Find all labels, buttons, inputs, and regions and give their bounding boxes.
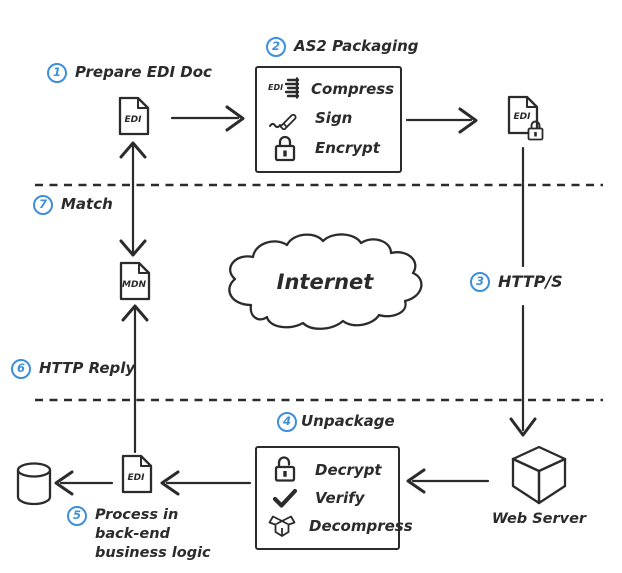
step-label-text: Prepare EDI Doc (75, 63, 212, 81)
compressed-edi-text: EDI (268, 83, 283, 92)
arrowhead-up-icon (121, 304, 149, 322)
step-label-text: HTTP Reply (39, 359, 136, 377)
web-server-label: Web Server (491, 511, 587, 527)
server-cube-icon (511, 445, 567, 505)
step-number-badge: 4 (277, 412, 297, 432)
document-label: MDN (122, 280, 146, 290)
document-icon: EDI (118, 96, 150, 136)
edi-document-icon-bottom: EDI (120, 454, 154, 494)
step-label-text: Process in back-end business logic (95, 507, 211, 561)
step-label-process-backend: 5 Process in back-end business logic (67, 506, 227, 563)
document-icon: EDI (507, 95, 539, 135)
closed-padlock-icon (267, 134, 303, 162)
checkmark-icon (267, 488, 303, 508)
step-label-unpackage: 4 Unpackage (277, 412, 395, 432)
edi-document-icon: EDI (117, 96, 151, 136)
open-box-icon (267, 512, 297, 540)
compressed-edi-icon: EDI (267, 77, 299, 101)
arrowhead-down-icon (119, 239, 147, 257)
step-label-text: Match (61, 195, 113, 213)
document-icon: EDI (121, 454, 153, 494)
open-padlock-icon (267, 456, 303, 483)
mdn-document-icon: MDN (118, 261, 152, 301)
arrowhead-left-icon (54, 470, 74, 496)
step-label-http-reply: 6 HTTP Reply (11, 359, 135, 379)
step-label-text: Unpackage (301, 412, 395, 430)
step-label-https: 3 HTTP/S (470, 272, 563, 292)
as2-step-compress: EDI Compress (267, 77, 394, 101)
step-number-badge: 1 (47, 63, 67, 83)
document-icon: MDN (119, 261, 151, 301)
pen-signature-icon (267, 106, 303, 130)
document-label: EDI (125, 115, 143, 125)
unpackage-step-label: Decrypt (315, 460, 382, 479)
arrowhead-up-icon (119, 141, 147, 159)
as2-step-label: Compress (311, 79, 395, 98)
unpackage-step-label: Verify (315, 488, 365, 507)
as2-packaging-box: EDI Compress Sign (255, 66, 402, 173)
step-number-badge: 2 (266, 37, 286, 57)
as2-step-encrypt: Encrypt (267, 134, 390, 162)
step-label-as2-packaging: 2 AS2 Packaging (266, 37, 419, 57)
cloud-icon: Internet (228, 233, 423, 330)
arrowhead-left-icon (406, 468, 426, 494)
arrowhead-down-icon (509, 417, 537, 437)
step-label-text: HTTP/S (498, 272, 563, 291)
arrowhead-right-icon (225, 105, 245, 132)
as2-step-sign: Sign (267, 106, 390, 130)
step-number-badge: 3 (470, 272, 490, 292)
lock-icon (526, 119, 545, 142)
unpackage-box: Decrypt Verify (255, 446, 413, 550)
step-number-badge: 6 (11, 359, 31, 379)
encrypted-edi-document-icon: EDI (506, 95, 544, 141)
as2-step-label: Encrypt (315, 139, 380, 158)
step-label-prepare-edi-doc: 1 Prepare EDI Doc (47, 63, 212, 83)
document-label: EDI (514, 112, 532, 122)
step-number-badge: 5 (67, 506, 87, 526)
unpackage-step-label: Decompress (309, 516, 413, 535)
internet-cloud: Internet (215, 225, 435, 339)
web-server: Web Server (487, 445, 591, 527)
as2-step-label: Sign (315, 108, 353, 127)
step-number-badge: 7 (33, 195, 53, 215)
unpackage-step-decompress: Decompress (267, 512, 413, 540)
unpackage-step-decrypt: Decrypt (267, 456, 388, 483)
arrowhead-left-icon (160, 470, 180, 496)
document-label: EDI (128, 473, 146, 483)
cloud-label: Internet (277, 270, 375, 294)
database-cylinder-icon (15, 461, 53, 507)
arrowhead-right-icon (458, 107, 478, 134)
step-label-match: 7 Match (33, 195, 113, 215)
step-label-text: AS2 Packaging (294, 37, 419, 55)
unpackage-step-verify: Verify (267, 488, 388, 508)
